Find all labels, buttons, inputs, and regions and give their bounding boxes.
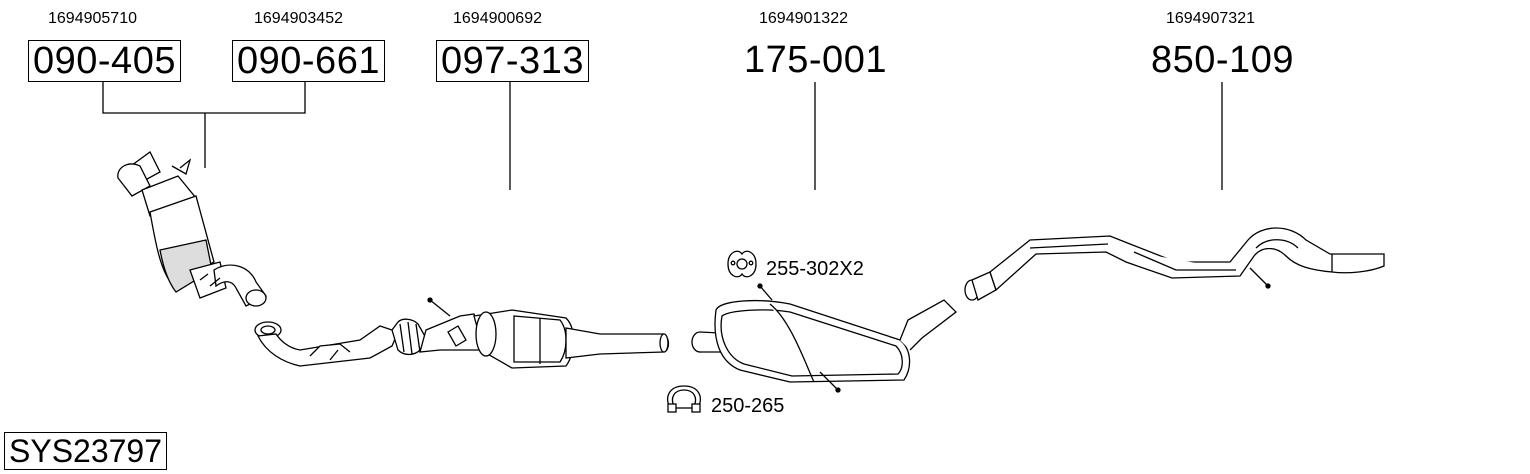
part-number-090-661[interactable]: 090-661 [232,40,385,82]
part-number-090-405[interactable]: 090-405 [28,40,181,82]
rear-silencer-icon [964,227,1385,301]
leader-line-group-1 [102,82,306,168]
oem-number-090-405: 1694905710 [48,10,137,27]
part-number-850-109[interactable]: 850-109 [1151,39,1294,81]
oem-number-850-109: 1694907321 [1166,10,1255,27]
middle-silencer-icon [691,283,957,393]
system-code: SYS23797 [4,432,168,470]
part-number-175-001[interactable]: 175-001 [744,39,887,81]
accessory-gasket-label[interactable]: 255-302X2 [766,258,864,280]
part-number-097-313[interactable]: 097-313 [436,40,589,82]
oem-number-175-001: 1694901322 [759,10,848,27]
catalytic-converter-icon [117,151,267,307]
gasket-icon [727,250,757,278]
oem-number-097-313: 1694900692 [453,10,542,27]
accessory-clamp-label[interactable]: 250-265 [711,395,785,417]
oem-number-090-661: 1694903452 [254,10,343,27]
front-pipe-icon [254,297,670,369]
clamp-icon [667,385,701,413]
